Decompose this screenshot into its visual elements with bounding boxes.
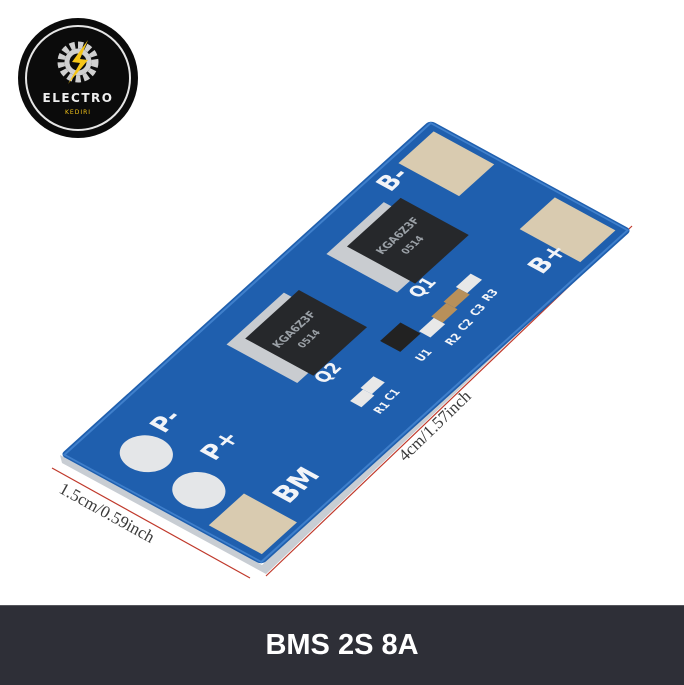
pcb-board: KGA6Z3F 0514 KGA6Z3F 0514 B- B+ Q1 Q2 P-… (62, 121, 630, 564)
b-minus-pad (398, 131, 495, 197)
product-title: BMS 2S 8A (265, 629, 419, 661)
mosfet-q1: KGA6Z3F 0514 (326, 197, 469, 293)
mosfet-q2: KGA6Z3F 0514 (226, 289, 368, 383)
capacitor-c3 (443, 288, 470, 308)
lightning-bolt-icon (68, 40, 88, 84)
product-photo: 1.5cm/0.59inch 4cm/1.57inch KGA6Z3F 0514… (18, 18, 633, 579)
p-minus-pad (119, 435, 173, 473)
resistor-r1 (350, 389, 375, 408)
brand-logo: ELECTRO KEDIRI (18, 18, 138, 138)
logo-sub: KEDIRI (65, 109, 91, 116)
logo-brand: ELECTRO (43, 91, 114, 105)
capacitor-c1 (360, 376, 385, 395)
resistor-r2 (419, 317, 446, 338)
bm-pad (208, 493, 297, 555)
b-plus-pad (519, 197, 616, 263)
ic-u1 (380, 322, 421, 352)
p-plus-pad (172, 471, 226, 509)
gear-icon (57, 41, 99, 83)
resistor-r3 (455, 273, 483, 294)
product-title-banner: BMS 2S 8A (0, 605, 684, 685)
capacitor-c2 (431, 303, 458, 323)
